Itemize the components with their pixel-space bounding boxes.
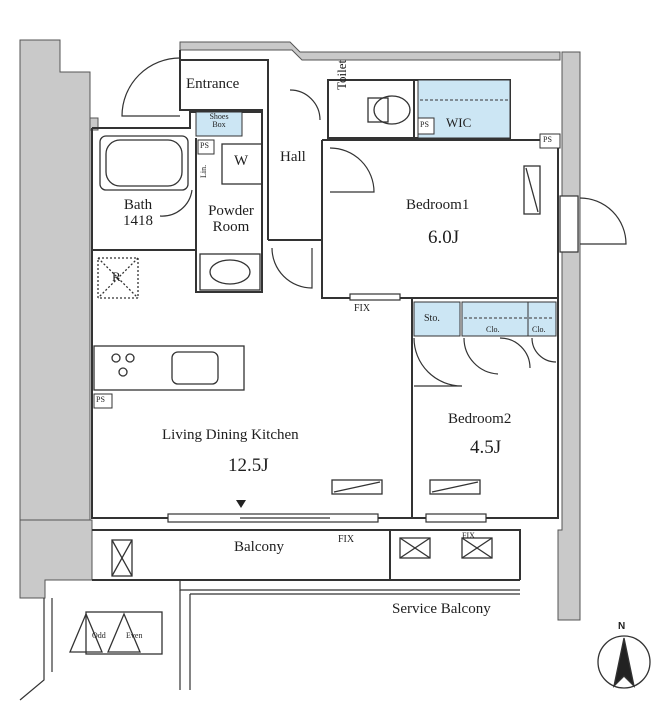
label-bath: Bath 1418 [112, 197, 164, 230]
label-shoes-box: Shoes Box [198, 112, 240, 130]
toilet-bowl [373, 95, 411, 125]
bin-even [107, 612, 141, 653]
label-ps-1: PS [200, 141, 209, 150]
label-refrigerator: R [112, 269, 121, 284]
bathtub [99, 135, 189, 191]
label-even: Even [126, 631, 143, 640]
label-wic: WIC [446, 115, 472, 130]
label-powder-line1: Powder [208, 203, 254, 219]
ac-unit-bedroom1 [523, 165, 541, 215]
wall-top [179, 41, 561, 61]
ps-box-2 [417, 117, 435, 135]
label-shoes-box-line2: Box [212, 120, 226, 130]
wall-left-column [19, 39, 91, 521]
label-storage: Sto. [424, 313, 440, 324]
label-bedroom2: Bedroom2 [448, 411, 512, 427]
window-bedroom2 [425, 513, 487, 523]
label-bath-name: Bath [123, 197, 153, 213]
kitchen-counter [93, 345, 245, 391]
outdoor-unit-1 [399, 537, 431, 559]
label-odd: Odd [92, 631, 106, 640]
label-toilet: Toilet [334, 59, 349, 90]
ac-unit-ldk [331, 479, 383, 495]
ps-box-4 [93, 393, 113, 409]
label-fix-balcony: FIX [338, 534, 355, 545]
balcony-unit [111, 539, 133, 577]
shoes-box [195, 111, 243, 137]
compass [597, 635, 651, 689]
label-service-balcony: Service Balcony [392, 601, 491, 617]
label-closet-1: Clo. [486, 325, 500, 334]
label-ldk: Living Dining Kitchen [162, 427, 299, 443]
ps-box-1 [197, 139, 215, 155]
door-bedroom1-exterior [579, 197, 627, 245]
label-powder-line2: Room [212, 218, 250, 235]
door-toilet [289, 89, 321, 121]
label-ps-3: PS [543, 135, 552, 144]
label-hall: Hall [280, 149, 306, 165]
label-entrance: Entrance [186, 76, 240, 92]
label-bedroom2-size: 4.5J [470, 437, 502, 458]
label-balcony: Balcony [234, 539, 284, 555]
label-washer: W [234, 153, 249, 169]
refrigerator-box [97, 257, 139, 299]
label-bedroom1-size: 6.0J [428, 227, 460, 248]
outdoor-unit-2 [461, 537, 493, 559]
powder-sink [209, 259, 251, 285]
label-fix-service: FIX [462, 531, 475, 540]
label-closet-2: Clo. [532, 325, 546, 334]
label-linen: Lin. [199, 164, 208, 178]
label-bath-size: 1418 [123, 212, 153, 229]
window-fix [349, 293, 401, 301]
label-ps-2: PS [420, 120, 429, 129]
label-fix: FIX [354, 303, 371, 314]
door-entrance [121, 57, 181, 117]
label-ps-4: PS [96, 395, 105, 404]
closet-2 [527, 301, 557, 337]
ps-box-3 [539, 133, 561, 149]
label-powder-room: Powder Room [200, 203, 262, 236]
label-compass-n: N [618, 621, 626, 632]
storage [413, 301, 461, 337]
label-ldk-size: 12.5J [228, 455, 269, 476]
window-bedroom1 [559, 195, 579, 253]
wall-right-column [557, 51, 581, 621]
wall-lower-left-column [19, 519, 93, 599]
label-bedroom1: Bedroom1 [406, 197, 470, 213]
label-shoes-box-line1: Shoes [209, 112, 229, 121]
entry-marker [236, 500, 246, 508]
washer-box [221, 143, 263, 185]
ac-unit-bedroom2 [429, 479, 481, 495]
kitchen-sink [171, 351, 219, 385]
